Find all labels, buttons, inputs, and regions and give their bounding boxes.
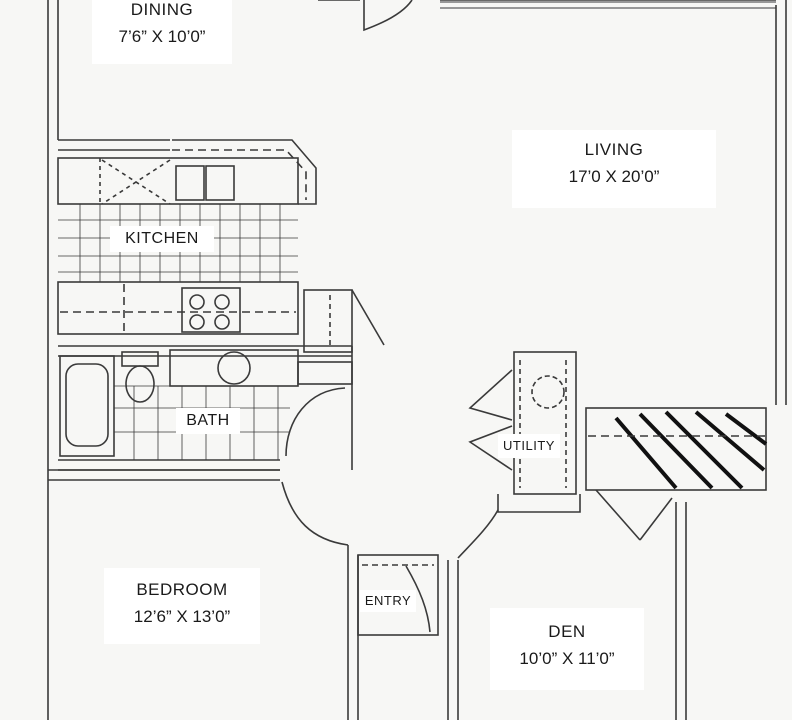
sink-basin-left	[175, 165, 205, 201]
burner-3	[189, 314, 205, 330]
utility-wall-bottom	[497, 494, 581, 513]
range	[181, 287, 241, 333]
bedroom-wall	[48, 469, 280, 481]
utility-door-bottom	[468, 425, 513, 471]
label-kitchen: KITCHEN	[110, 226, 214, 252]
stair-box	[585, 407, 767, 491]
vanity-sink	[217, 351, 251, 385]
den-wall-right	[675, 502, 687, 720]
counter-dash	[60, 284, 296, 334]
label-bedroom: BEDROOM 12’6” X 13’0”	[104, 568, 260, 644]
room-name-bedroom: BEDROOM	[136, 580, 228, 599]
utility-shelf	[519, 360, 567, 488]
bedroom-door-swing	[281, 481, 349, 546]
burner-2	[214, 294, 230, 310]
kitchen-counter-top	[57, 157, 299, 205]
toilet-tank	[121, 351, 159, 367]
room-dims-living: 17’0 X 20’0”	[568, 167, 660, 186]
window-top	[440, 1, 776, 9]
utility-closet	[513, 351, 577, 495]
kitchen-peninsula	[172, 139, 317, 205]
linen-closet	[297, 361, 353, 385]
entry-closet	[357, 554, 439, 636]
sink-basin-right	[205, 165, 235, 201]
kitchen-counter-bottom	[57, 281, 299, 335]
label-utility: UTILITY	[498, 434, 560, 458]
room-dims-bedroom: 12’6” X 13’0”	[133, 607, 231, 626]
room-name-dining: DINING	[130, 0, 194, 19]
room-dims-dining: 7’6” X 10’0”	[118, 27, 206, 46]
room-name-entry: ENTRY	[364, 593, 412, 608]
hall-wall	[347, 545, 359, 720]
bath-door	[285, 387, 346, 457]
outer-wall-right	[775, 0, 787, 405]
burner-1	[189, 294, 205, 310]
room-dims-den: 10’0” X 11’0”	[519, 649, 615, 668]
room-name-living: LIVING	[584, 140, 644, 159]
dining-door	[363, 0, 413, 32]
burner-4	[214, 314, 230, 330]
den-door-swing	[457, 509, 499, 559]
den-door-right	[595, 489, 673, 541]
room-name-den: DEN	[548, 622, 586, 641]
toilet-bowl	[125, 365, 155, 403]
label-bath: BATH	[176, 408, 240, 434]
entry-door-swing	[405, 565, 431, 633]
room-name-kitchen: KITCHEN	[125, 230, 199, 247]
water-heater	[531, 375, 565, 409]
label-entry: ENTRY	[360, 590, 416, 612]
pantry-door	[351, 289, 385, 346]
kitchen-peninsula-dash	[172, 149, 307, 200]
room-name-utility: UTILITY	[503, 438, 555, 453]
bathtub-inner	[65, 363, 109, 447]
dishwasher-x	[99, 158, 171, 205]
den-wall-left	[447, 560, 459, 720]
bath-walls	[58, 345, 353, 471]
label-dining: DINING 7’6” X 10’0”	[92, 0, 232, 64]
stair-hatch	[614, 410, 768, 490]
label-living: LIVING 17’0 X 20’0”	[512, 130, 716, 208]
pantry	[303, 289, 353, 353]
utility-door-top	[468, 369, 513, 421]
dining-kitchen-wall	[58, 139, 170, 151]
label-den: DEN 10’0” X 11’0”	[490, 608, 644, 690]
bathtub	[59, 355, 115, 457]
room-name-bath: BATH	[186, 412, 230, 429]
